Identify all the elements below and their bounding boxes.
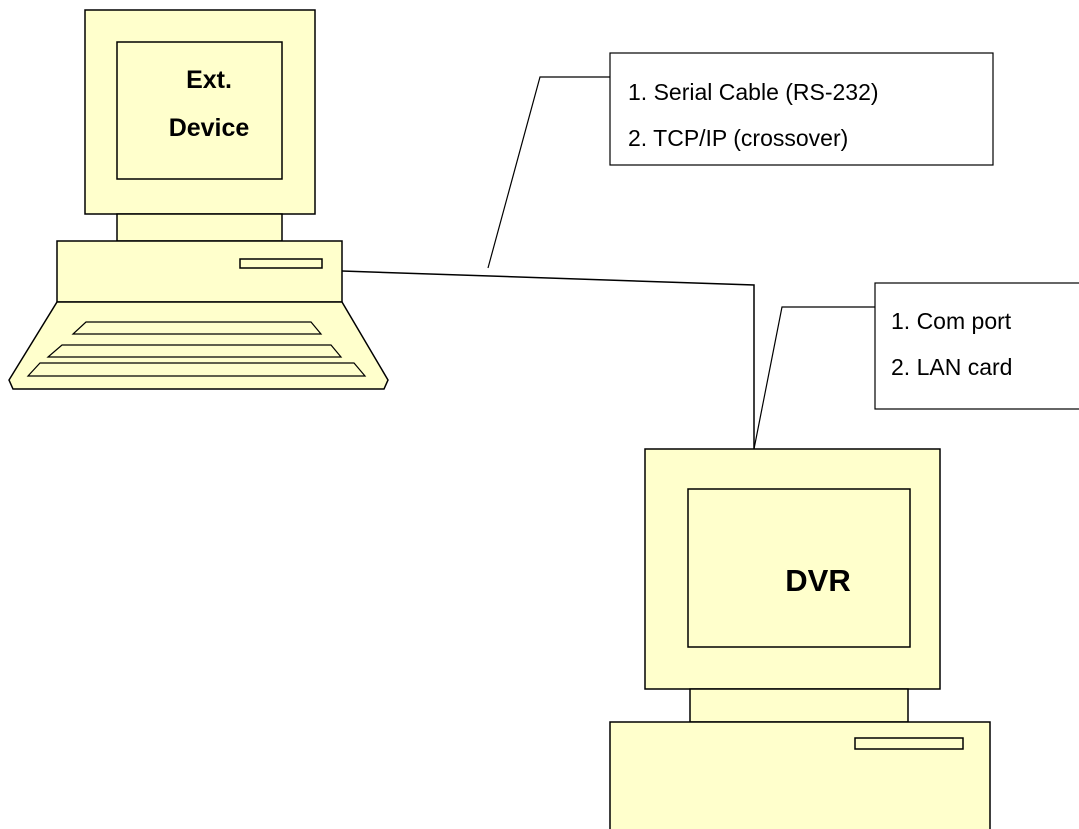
dvr-label: DVR: [785, 563, 850, 598]
dvr-screen: [687, 488, 911, 648]
ext-device-screen: [116, 41, 283, 180]
port-item-1: 1. Com port: [891, 308, 1012, 334]
connection-callout-leader: [487, 76, 610, 269]
port-callout: 1. Com port 2. LAN card: [753, 282, 1079, 450]
keyboard-row-3: [26, 362, 367, 377]
ext-device-monitor-stand: [116, 213, 283, 242]
port-callout-box: [874, 282, 1079, 410]
ext-device-case: [56, 240, 343, 303]
port-callout-leader: [753, 306, 875, 450]
dvr-monitor-stand: [689, 688, 909, 723]
dvr-computer: DVR: [609, 448, 991, 829]
dvr-drive-slot: [854, 737, 964, 750]
connection-callout: 1. Serial Cable (RS-232) 2. TCP/IP (cros…: [487, 52, 994, 269]
connection-callout-box: [609, 52, 994, 166]
ext-device-label-line2: Device: [169, 114, 250, 142]
ext-device-computer: Ext. Device: [8, 9, 389, 390]
keyboard-row-1: [71, 321, 323, 335]
keyboard-row-2: [46, 344, 343, 358]
connection-item-1: 1. Serial Cable (RS-232): [628, 79, 879, 105]
port-item-2: 2. LAN card: [891, 354, 1012, 380]
connection-item-2: 2. TCP/IP (crossover): [628, 125, 848, 151]
ext-device-label-line1: Ext.: [186, 66, 232, 94]
connection-cable: [341, 270, 755, 449]
ext-device-drive-slot: [239, 258, 323, 269]
